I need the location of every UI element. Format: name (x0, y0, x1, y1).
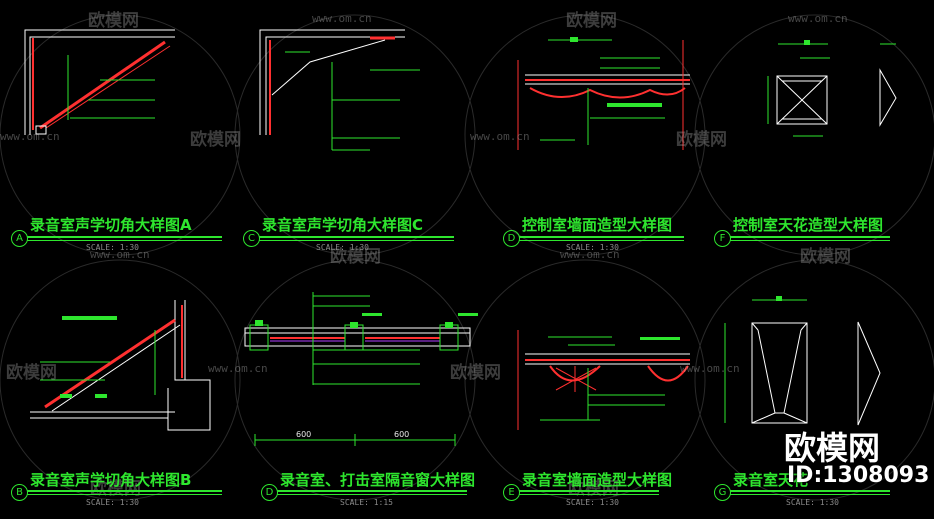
detail-marker: D (261, 484, 278, 501)
detail-f-ceiling-drawing (767, 40, 897, 137)
title-underline (27, 240, 222, 241)
detail-title: 控制室墙面造型大样图 (522, 216, 673, 234)
detail-d-wall-drawing (517, 37, 690, 150)
detail-title: 控制室天花造型大样图 (733, 216, 884, 234)
dimension-label-left: 600 (296, 430, 312, 439)
scale-label: SCALE: 1:15 (340, 498, 393, 507)
detail-title: 录音室墙面造型大样图 (522, 471, 673, 489)
title-underline (730, 240, 890, 241)
detail-c-drawing (259, 29, 420, 151)
watermark-brand: 欧模网 (450, 363, 501, 383)
detail-title: 录音室声学切角大样图B (30, 471, 192, 489)
detail-marker: D (503, 230, 520, 247)
watermark-url: www.om.cn (560, 248, 620, 261)
watermark-brand: 欧模网 (6, 363, 57, 383)
detail-title: 录音室声学切角大样图C (262, 216, 424, 234)
title-underline (730, 494, 890, 495)
watermark-brand: 欧模网 (190, 130, 241, 150)
detail-marker: G (714, 484, 731, 501)
detail-a-drawing (24, 29, 175, 135)
detail-g-ceiling-drawing (724, 296, 881, 426)
detail-title: 录音室、打击室隔音窗大样图 (280, 471, 476, 489)
watermark-brand: 欧模网 (800, 247, 851, 267)
title-underline (259, 236, 454, 238)
scale-label: SCALE: 1:30 (86, 243, 139, 252)
watermark-url: www.om.cn (788, 12, 848, 25)
scale-label: SCALE: 1:30 (786, 498, 839, 507)
watermark-url: www.om.cn (312, 12, 372, 25)
overlay-brand: 欧模网 (784, 429, 881, 467)
title-underline (519, 490, 659, 492)
detail-marker: C (243, 230, 260, 247)
detail-d-window-drawing (244, 292, 478, 446)
title-underline (259, 240, 454, 241)
title-underline (27, 490, 222, 492)
title-underline (27, 236, 222, 238)
detail-marker: E (503, 484, 520, 501)
scale-label: SCALE: 1:30 (566, 498, 619, 507)
detail-title: 录音室天花 (733, 471, 809, 489)
title-underline (27, 494, 222, 495)
title-underline (730, 236, 890, 238)
watermark-brand: 欧模网 (330, 247, 381, 267)
watermark-url: www.om.cn (680, 362, 740, 375)
scale-label: SCALE: 1:30 (566, 243, 619, 252)
title-underline (277, 490, 467, 492)
detail-b-drawing (30, 300, 211, 431)
watermark-circles (0, 14, 934, 501)
title-underline (519, 236, 684, 238)
watermark-brand: 欧模网 (88, 11, 139, 31)
scale-label: SCALE: 1:30 (316, 243, 369, 252)
title-underline (277, 494, 467, 495)
title-underline (519, 494, 659, 495)
dimension-label-right: 600 (394, 430, 410, 439)
scale-label: SCALE: 1:30 (86, 498, 139, 507)
watermark-brand: 欧模网 (676, 130, 727, 150)
watermark-brand: 欧模网 (566, 11, 617, 31)
watermark-url: www.om.cn (470, 130, 530, 143)
watermark-url: www.om.cn (0, 130, 60, 143)
overlay-id: ID:1308093 (787, 463, 930, 488)
detail-title: 录音室声学切角大样图A (30, 216, 192, 234)
detail-marker: F (714, 230, 731, 247)
watermark-url: www.om.cn (90, 248, 150, 261)
title-underline (730, 490, 890, 492)
detail-e-wall-drawing (517, 330, 690, 430)
title-underline (519, 240, 684, 241)
detail-marker: B (11, 484, 28, 501)
watermark-url: www.om.cn (208, 362, 268, 375)
detail-marker: A (11, 230, 28, 247)
